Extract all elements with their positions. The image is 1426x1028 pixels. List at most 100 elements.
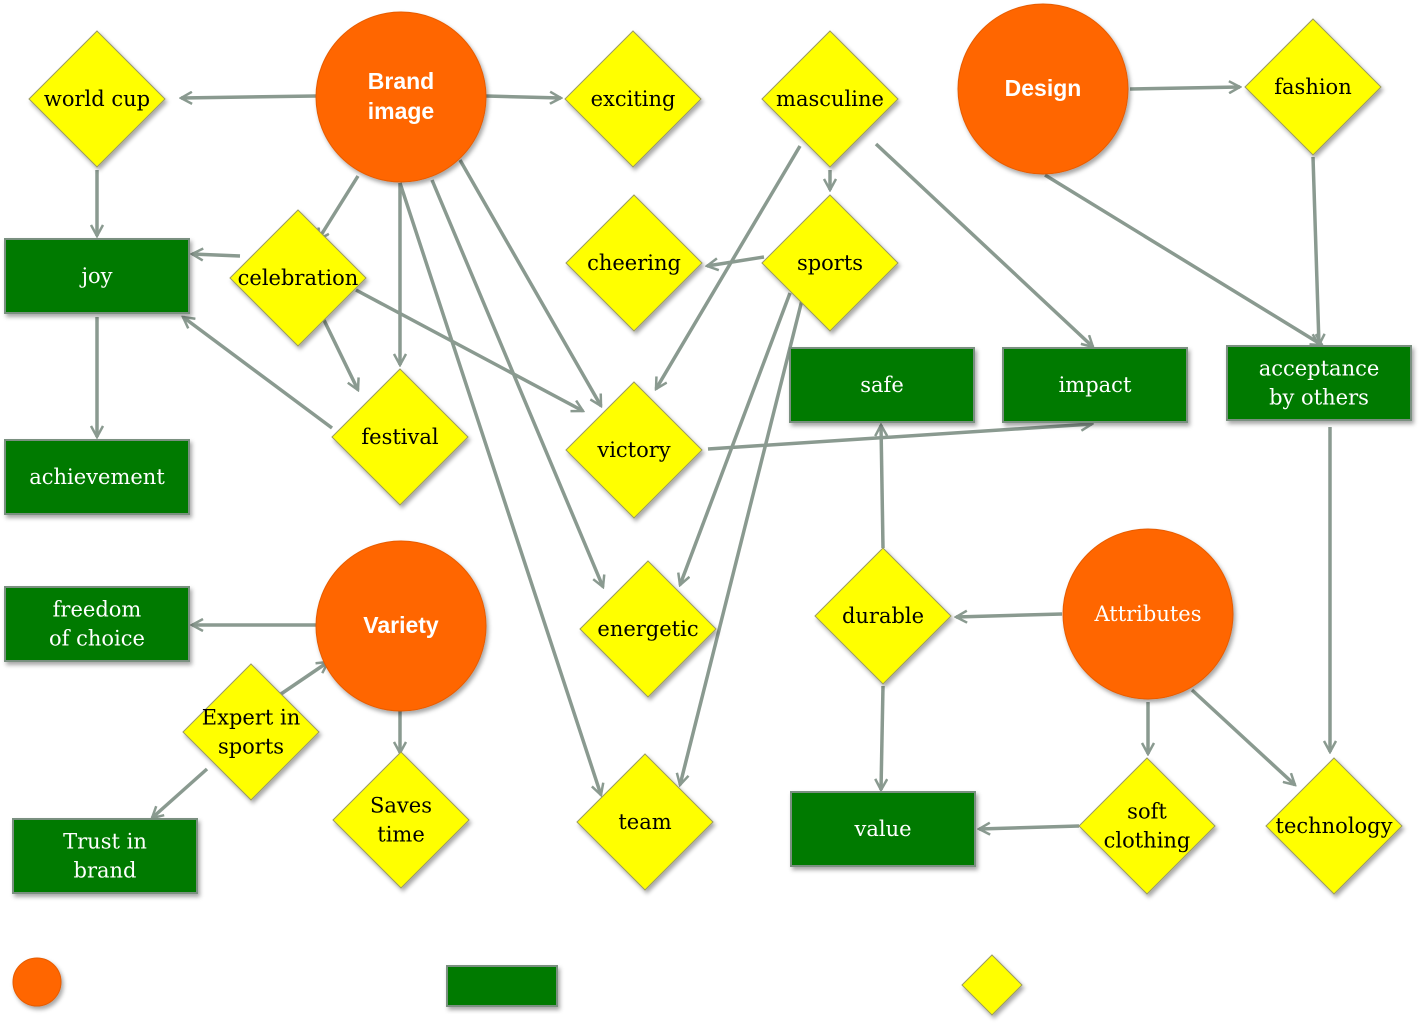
edge-victory-to-impact bbox=[707, 424, 1092, 451]
node-festival: festival bbox=[331, 368, 469, 506]
circle-shape bbox=[315, 11, 487, 183]
edge-expert-in-sports-to-trust-in-brand bbox=[152, 767, 209, 818]
diamond-shape bbox=[331, 368, 469, 506]
node-label: team bbox=[618, 810, 671, 834]
node-label-line: sports bbox=[797, 251, 863, 275]
edge-brand-image-to-world-cup bbox=[181, 96, 317, 98]
node-durable: durable bbox=[814, 547, 952, 685]
node-label: world cup bbox=[44, 87, 150, 111]
edge-celebration-to-joy bbox=[192, 254, 241, 256]
diamond-shape bbox=[761, 194, 899, 332]
node-energetic: energetic bbox=[579, 560, 717, 698]
node-label-line: world cup bbox=[44, 87, 150, 111]
node-sports: sports bbox=[761, 194, 899, 332]
edge-festival-to-joy bbox=[183, 317, 334, 430]
node-value: value bbox=[790, 791, 976, 867]
node-label-line: exciting bbox=[591, 87, 676, 111]
node-team: team bbox=[576, 753, 714, 891]
rect-shape bbox=[4, 439, 190, 515]
edge-sports-to-energetic bbox=[680, 292, 792, 585]
node-legend-diamond bbox=[961, 954, 1023, 1016]
diamond-shape bbox=[564, 30, 702, 168]
node-label: fashion bbox=[1274, 75, 1351, 99]
node-label-line: Variety bbox=[363, 612, 439, 638]
node-label-line: image bbox=[368, 98, 434, 124]
node-victory: victory bbox=[565, 381, 703, 519]
node-label-line: achievement bbox=[29, 465, 165, 489]
edge-brand-image-to-energetic bbox=[430, 179, 603, 587]
diamond-shape bbox=[1078, 757, 1216, 895]
node-label-line: masculine bbox=[776, 87, 884, 111]
diamond-shape bbox=[1265, 757, 1403, 895]
edge-sports-to-cheering bbox=[707, 255, 765, 266]
node-technology: technology bbox=[1265, 757, 1403, 895]
node-label-line: cheering bbox=[587, 251, 681, 275]
diamond-shape bbox=[565, 381, 703, 519]
edge-celebration-to-festival bbox=[320, 315, 358, 390]
diamond-shape bbox=[1244, 18, 1382, 156]
node-attributes: Attributes bbox=[1062, 528, 1234, 700]
edge-fashion-to-acceptance-by-others bbox=[1311, 156, 1319, 345]
edge-expert-in-sports-to-variety bbox=[277, 662, 328, 698]
node-variety: Variety bbox=[315, 540, 487, 712]
edge-soft-clothing-to-value bbox=[979, 826, 1080, 829]
edge-brand-image-to-celebration bbox=[316, 175, 360, 240]
node-joy: joy bbox=[4, 238, 190, 314]
node-fashion: fashion bbox=[1244, 18, 1382, 156]
node-label-line: festival bbox=[361, 425, 439, 449]
node-design: Design bbox=[957, 3, 1129, 175]
node-label-line: Saves bbox=[370, 794, 432, 818]
rect-shape bbox=[4, 238, 190, 314]
node-label-line: time bbox=[377, 823, 425, 847]
diamond-shape bbox=[229, 209, 367, 347]
node-label-line: team bbox=[618, 810, 671, 834]
edge-durable-to-value bbox=[881, 685, 883, 790]
node-label-line: soft bbox=[1127, 800, 1167, 824]
node-safe: safe bbox=[789, 347, 975, 423]
node-label-line: Brand bbox=[368, 68, 434, 94]
node-label-line: safe bbox=[860, 373, 904, 397]
node-label-line: impact bbox=[1059, 373, 1132, 397]
node-exciting: exciting bbox=[564, 30, 702, 168]
node-label-line: brand bbox=[74, 859, 137, 883]
node-label: joy bbox=[78, 264, 112, 288]
node-label-line: celebration bbox=[238, 266, 359, 290]
node-label: Saves time bbox=[370, 794, 432, 847]
node-label-line: Attributes bbox=[1093, 602, 1201, 626]
node-label: victory bbox=[596, 438, 670, 462]
rect-shape bbox=[789, 347, 975, 423]
edge-masculine-to-victory bbox=[654, 145, 802, 389]
node-world-cup: world cup bbox=[28, 30, 166, 168]
node-label: energetic bbox=[597, 617, 698, 641]
edge-sports-to-team bbox=[680, 299, 804, 785]
edge-durable-to-safe bbox=[881, 425, 883, 549]
edge-attributes-to-technology bbox=[1190, 688, 1295, 785]
node-label: Variety bbox=[363, 612, 439, 638]
node-label-line: acceptance bbox=[1259, 357, 1380, 381]
node-label-line: fashion bbox=[1274, 75, 1351, 99]
node-label-line: Design bbox=[1005, 75, 1082, 101]
rect-shape bbox=[790, 791, 976, 867]
diamond-shape bbox=[579, 560, 717, 698]
edges-layer bbox=[97, 87, 1330, 829]
node-label: value bbox=[853, 817, 911, 841]
node-label-line: durable bbox=[842, 604, 924, 628]
node-label: impact bbox=[1059, 373, 1132, 397]
edge-brand-image-to-exciting bbox=[485, 96, 561, 98]
node-achievement: achievement bbox=[4, 439, 190, 515]
node-legend-rect bbox=[446, 965, 558, 1007]
node-legend-circle bbox=[12, 957, 62, 1007]
edge-celebration-to-victory bbox=[355, 288, 583, 413]
node-cheering: cheering bbox=[565, 194, 703, 332]
node-label-line: of choice bbox=[49, 627, 145, 651]
circle-shape bbox=[12, 957, 62, 1007]
edge-brand-image-to-team bbox=[398, 182, 601, 795]
